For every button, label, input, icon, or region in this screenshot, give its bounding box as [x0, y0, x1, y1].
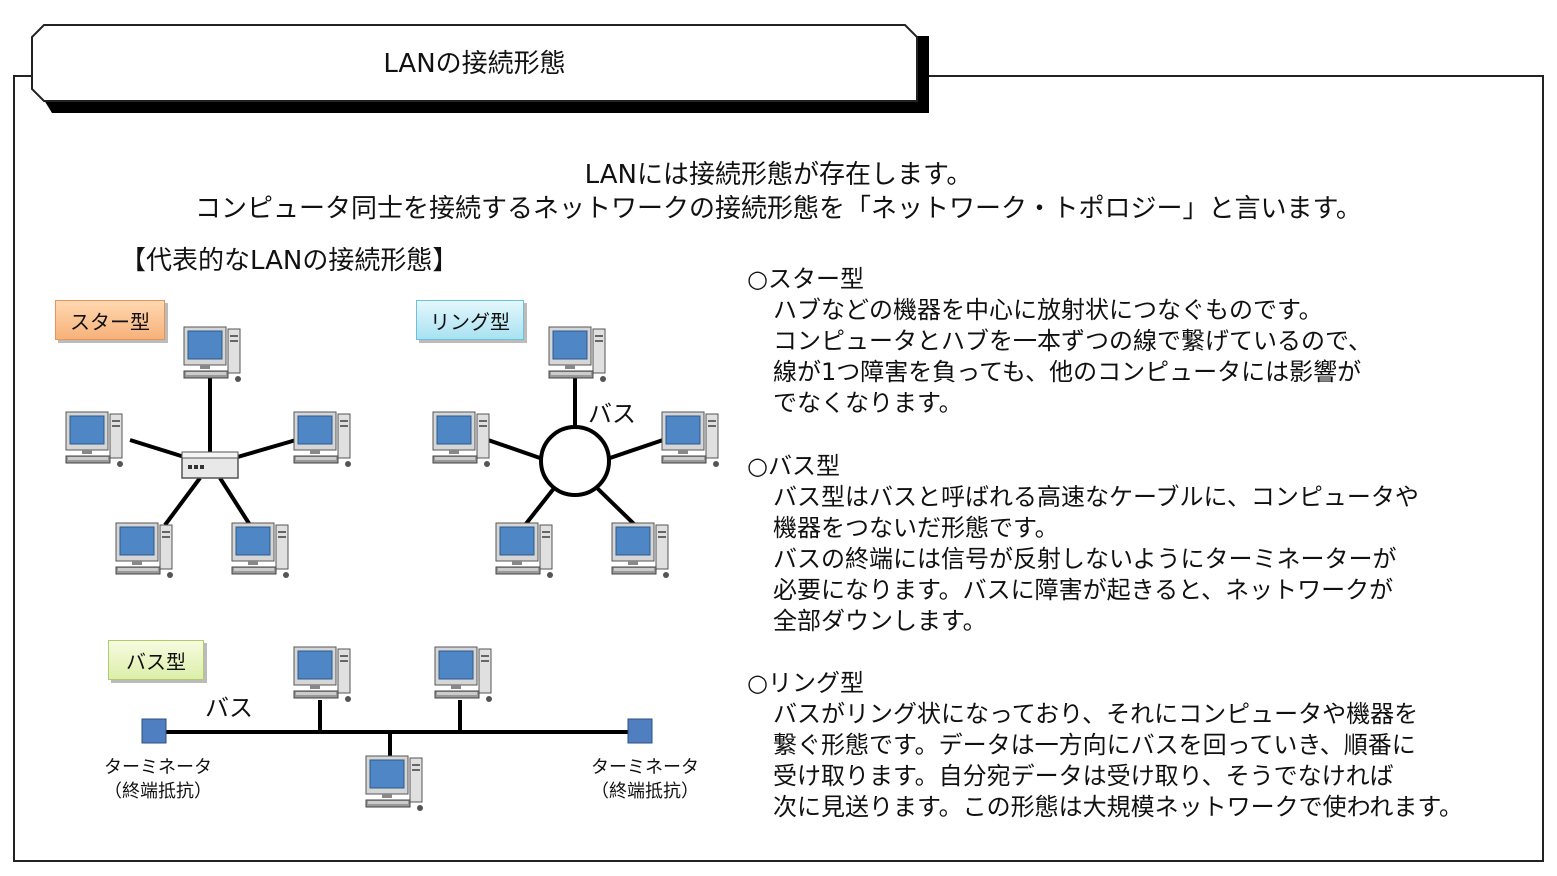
ring-description: ○リング型 バスがリング状になっており、それにコンピュータや機器を 繋ぐ形態です… [747, 668, 1463, 823]
ring-line: 次に見送ります。この形態は大規模ネットワークで使われます。 [773, 793, 1463, 821]
intro-line-1: LANには接続形態が存在します。 [584, 160, 973, 190]
bus-line: 必要になります。バスに障害が起きると、ネットワークが [773, 576, 1394, 604]
topology-diagrams [65, 326, 720, 812]
ring-line: バスがリング状になっており、それにコンピュータや機器を [773, 700, 1419, 728]
bus-topology [141, 646, 653, 812]
computer-icon [293, 646, 352, 703]
bus-line: 機器をつないだ形態です。 [773, 514, 1059, 542]
computer-icon [548, 326, 607, 383]
star-topology [65, 326, 352, 579]
computer-icon [432, 411, 491, 468]
star-heading: ○スター型 [747, 265, 864, 293]
intro-line-2: コンピュータ同士を接続するネットワークの接続形態を「ネットワーク・トポロジー」と… [195, 194, 1362, 224]
terminator-right-line-2: （終端抵抗） [591, 781, 699, 802]
computer-icon [611, 522, 670, 579]
ring-bus-text: バス [588, 400, 636, 428]
computer-icon [434, 646, 493, 703]
bus-heading: ○バス型 [747, 452, 840, 480]
ring-topology [432, 326, 720, 579]
title-tab [31, 24, 929, 113]
star-type-label: スター型 [55, 300, 165, 340]
terminator-left-line-2: （終端抵抗） [104, 781, 212, 802]
computer-icon [495, 522, 554, 579]
computer-icon [115, 522, 174, 579]
bus-line-text: バス [205, 694, 253, 722]
star-line: 線が1つ障害を負っても、他のコンピュータには影響が [773, 358, 1362, 386]
terminator-right-label: ターミネータ （終端抵抗） [585, 756, 705, 804]
computer-icon [183, 326, 242, 383]
bus-description: ○バス型 バス型はバスと呼ばれる高速なケーブルに、コンピュータや 機器をつないだ… [747, 451, 1419, 637]
terminator-right-line-1: ターミネータ [591, 757, 699, 778]
computer-icon [65, 411, 124, 468]
bus-line: バス型はバスと呼ばれる高速なケーブルに、コンピュータや [773, 483, 1419, 511]
page-title: LANの接続形態 [383, 48, 566, 79]
computer-icon [661, 411, 720, 468]
section-heading: 【代表的なLANの接続形態】 [120, 246, 459, 276]
star-line: コンピュータとハブを一本ずつの線で繋げているので、 [773, 327, 1373, 355]
ring-heading: ○リング型 [747, 669, 864, 697]
ring-line: 受け取ります。自分宛データは受け取り、そうでなければ [773, 762, 1394, 790]
bus-type-label: バス型 [108, 640, 204, 680]
terminator-left-line-1: ターミネータ [104, 757, 212, 778]
ring-line: 繋ぐ形態です。データは一方向にバスを回っていき、順番に [773, 731, 1416, 759]
terminator-icon [141, 718, 167, 744]
terminator-icon [627, 718, 653, 744]
computer-icon [293, 411, 352, 468]
bus-line: 全部ダウンします。 [773, 607, 987, 635]
star-line: ハブなどの機器を中心に放射状につなぐものです。 [773, 296, 1323, 324]
star-description: ○スター型 ハブなどの機器を中心に放射状につなぐものです。 コンピュータとハブを… [747, 264, 1372, 419]
ring-type-label: リング型 [416, 300, 524, 340]
terminator-left-label: ターミネータ （終端抵抗） [98, 756, 218, 804]
star-line: でなくなります。 [773, 389, 963, 417]
bus-line: バスの終端には信号が反射しないようにターミネーターが [773, 545, 1397, 573]
hub-icon [181, 451, 239, 479]
computer-icon [231, 522, 290, 579]
computer-icon [365, 755, 424, 812]
